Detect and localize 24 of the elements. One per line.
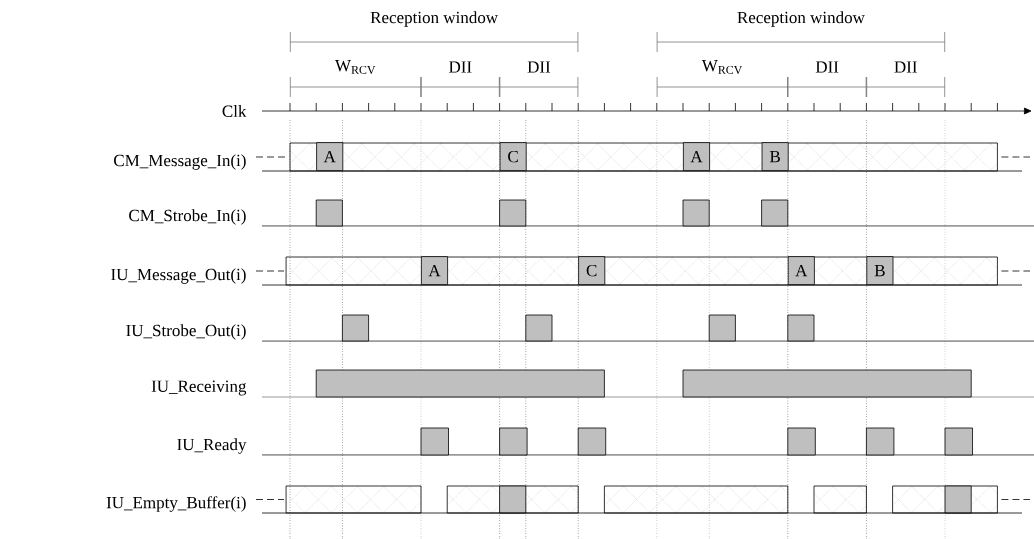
signal-name: IU_Message_Out(i) [111,268,246,284]
signal-name: IU_Ready [177,438,247,454]
signal-name: CM_Message_In(i) [114,154,246,170]
data-box: A [787,256,815,285]
signal-name: CM_Strobe_In(i) [129,209,246,225]
data-box: C [578,256,606,285]
interval-label: W$_{RCV}$ [701,60,743,74]
window-label: Reception window [737,11,865,27]
signal-name: IU_Receiving [151,380,247,396]
signal-name: Clk [222,105,247,117]
interval-label: DII [449,61,472,73]
interval-label: DII [894,61,917,73]
signal-name: IU_Strobe_Out(i) [126,324,246,340]
interval-label: DII [527,61,551,73]
data-box: C [499,142,527,171]
data-box: A [683,142,710,171]
data-box: A [421,256,448,285]
data-box: A [316,142,344,171]
interval-label: DII [815,61,839,73]
window-label: Reception window [370,11,498,27]
data-box: B [866,256,894,285]
signal-name: IU_Empty_Buffer(i) [106,496,246,512]
data-box: B [761,142,789,171]
interval-label: W$_{RCV}$ [335,60,376,74]
